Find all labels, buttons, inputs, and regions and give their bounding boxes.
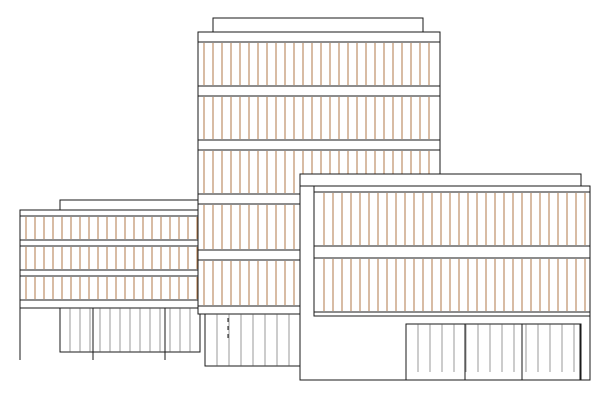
tower-ground-mullions [216,314,290,366]
right-wing-window-band-2 [323,259,586,311]
tower-ground-glazing [204,313,301,367]
left-wing-window-band-1 [25,217,198,239]
tower-window-band-2 [203,97,430,139]
left-wing-window-band-2 [25,247,198,269]
left-wing-body [19,209,201,309]
left-wing-parapet [59,199,201,211]
right-wing-facade-frame [313,185,591,317]
left-wing-window-band-3 [25,277,198,299]
tower-window-band-1 [203,43,430,85]
right-wing [299,173,591,381]
right-wing-ground-glazing [405,323,582,381]
left-wing-ground-mullions [69,308,191,352]
right-wing-ground-mullions [417,324,575,372]
right-wing-parapet [299,173,582,187]
left-wing [19,199,201,360]
tower-rooftop-plant [212,17,424,33]
right-wing-window-band-1 [323,193,586,245]
